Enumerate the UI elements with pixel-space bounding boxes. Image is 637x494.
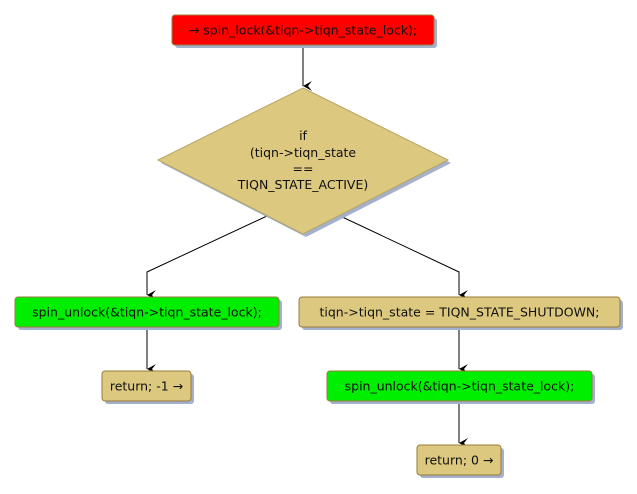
- node-unlock-left-label: spin_unlock(&tiqn->tiqn_state_lock);: [32, 305, 262, 320]
- edge-decision-to-set-state: [337, 214, 468, 300]
- node-unlock-right[interactable]: spin_unlock(&tiqn->tiqn_state_lock);: [326, 370, 595, 404]
- decision-line-2: (tiqn->tiqn_state: [250, 145, 357, 160]
- decision-line-4: TIQN_STATE_ACTIVE): [237, 177, 368, 192]
- node-return-left-label: return; -1 →: [110, 379, 183, 394]
- node-return-right[interactable]: return; 0 →: [416, 444, 504, 478]
- node-set-state[interactable]: tiqn->tiqn_state = TIQN_STATE_SHUTDOWN;: [298, 296, 623, 330]
- node-return-left[interactable]: return; -1 →: [101, 370, 194, 404]
- decision-line-3: ==: [293, 161, 314, 176]
- node-unlock-right-label: spin_unlock(&tiqn->tiqn_state_lock);: [345, 379, 575, 394]
- decision-line-1: if: [299, 128, 307, 143]
- node-unlock-left[interactable]: spin_unlock(&tiqn->tiqn_state_lock);: [14, 296, 282, 330]
- node-return-right-label: return; 0 →: [425, 453, 494, 468]
- node-start-label: → spin_lock(&tiqn->tiqn_state_lock);: [189, 23, 417, 38]
- edges: [146, 45, 468, 448]
- node-start[interactable]: → spin_lock(&tiqn->tiqn_state_lock);: [171, 14, 437, 48]
- node-decision[interactable]: if (tiqn->tiqn_state == TIQN_STATE_ACTIV…: [156, 87, 451, 237]
- node-set-state-label: tiqn->tiqn_state = TIQN_STATE_SHUTDOWN;: [319, 305, 599, 320]
- edge-decision-to-unlock-left: [146, 215, 268, 300]
